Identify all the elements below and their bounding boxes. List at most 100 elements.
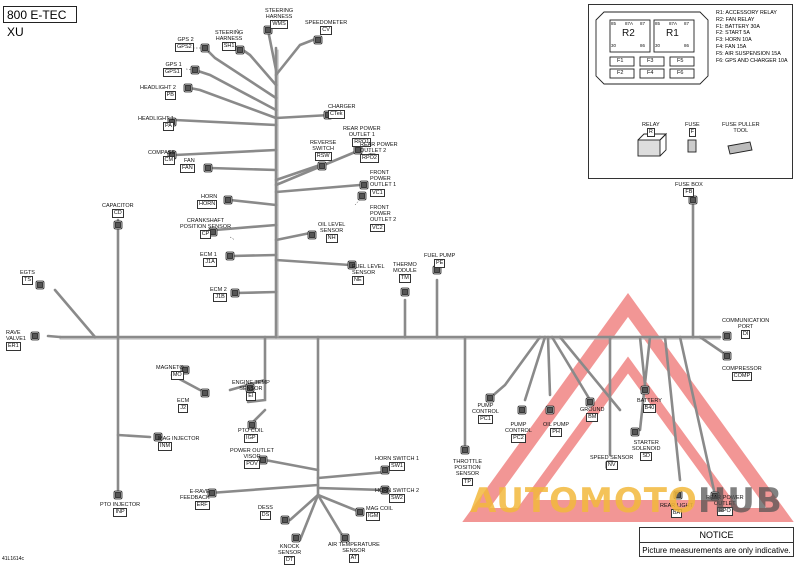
oil-pump-connector-pin-icon (547, 407, 553, 413)
legend-f5: F5: AIR SUSPENSION 15A (716, 50, 781, 57)
speedometer-connector-pin-icon (315, 37, 321, 43)
legend-f2: F2: START 5A (716, 30, 750, 37)
ecm1-connector-pin-icon (227, 253, 233, 259)
compressor-connector-pin-icon (724, 353, 730, 359)
compass-name: COMPASS (148, 150, 176, 156)
pump-control1-connector-pin-icon (487, 395, 493, 401)
notice-text: Picture measurements are only indicative… (642, 546, 791, 555)
watermark-part1: AUTO (470, 481, 579, 521)
steering-harness-wms-code: WMS (270, 20, 288, 29)
horn-name: HORN (201, 194, 218, 200)
thermo-module-name: THERMO MODULE (393, 262, 417, 275)
rear-light-connector-pin-icon (675, 492, 681, 498)
rear-power-outlet1-name: REAR POWER OUTLET 1 (343, 126, 381, 139)
fuel-pump-name: FUEL PUMP (424, 253, 456, 259)
gps2-code: GPS2 (175, 43, 194, 52)
crankshaft-sensor-code: CP (199, 230, 212, 239)
starter-solenoid-connector-pin-icon (632, 429, 638, 435)
oil-level-sensor-name: OIL LEVEL SENSOR (318, 222, 346, 235)
front-power-outlet1-connector-pin-icon (361, 182, 367, 188)
knock-sensor-name: KNOCK SENSOR (278, 544, 302, 557)
steering-harness-wms-connector-pin-icon (265, 27, 271, 33)
gps2-connector-pin-icon (202, 45, 208, 51)
mag-coil-code: IGM (366, 512, 381, 521)
front-power-outlet2-name: FRONT POWER OUTLET 2 (370, 205, 397, 224)
front-power-outlet1-code: VC1 (370, 188, 385, 198)
power-outlet-visor-code: POV (244, 460, 260, 469)
egts-connector-pin-icon (37, 282, 43, 288)
relay1-pin-87: 87 (684, 21, 690, 26)
dess-name: DESS (258, 505, 273, 511)
steering-harness-sh1-connector-pin-icon (237, 47, 243, 53)
part-relay-code: R (646, 128, 655, 137)
crankshaft-sensor-name: CRANKSHAFT POSITION SENSOR (180, 218, 232, 231)
communication-port-name: COMMUNICATION PORT (722, 318, 770, 331)
battery-code: B40 (642, 404, 657, 413)
watermark-part2: MOTO (578, 481, 698, 521)
diagram-title: 800 E-TEC XU (3, 6, 77, 39)
battery-name: BATTERY (637, 398, 662, 404)
communication-port-connector-pin-icon (724, 333, 730, 339)
pto-coil-connector-pin-icon (249, 422, 255, 428)
capacitor-code: CD (111, 209, 124, 218)
fuse-f6: F6 (677, 70, 684, 76)
communication-port-code: DI (740, 330, 751, 339)
pto-coil-code: IGP (244, 434, 258, 443)
gps1-name: GPS 1 (165, 62, 182, 68)
legend-f1: F1: BATTERY 30A (716, 23, 760, 30)
fuel-level-sensor-code: NE (352, 276, 364, 285)
dess-connector-pin-icon (282, 517, 288, 523)
rear-power-outlet1-connector-pin-icon (355, 147, 361, 153)
oil-level-sensor-code: NH (325, 234, 338, 243)
egts-name: EGTS (20, 270, 35, 276)
speedometer-name: SPEEDOMETER (305, 20, 348, 26)
throttle-position-sensor-connector-pin-icon (462, 447, 468, 453)
rear-light-name: REAR LIGHT (660, 503, 694, 509)
air-temp-sensor-name: AIR TEMPERATURE SENSOR (328, 542, 380, 555)
fuel-level-sensor-name: FUEL LEVEL SENSOR (352, 264, 385, 277)
fan-connector-pin-icon (205, 165, 211, 171)
steering-harness-sh1-code: SH1 (221, 42, 237, 51)
watermark-part3: HUB (697, 481, 783, 521)
fuse-f3: F3 (647, 58, 654, 64)
pto-coil-name: PTO COIL (238, 428, 264, 434)
legend-r2: R2: FAN RELAY (716, 16, 755, 23)
reverse-switch-code: RSW (314, 152, 332, 161)
headlight1-code: PA (163, 122, 174, 131)
pump-control1-name: PUMP CONTROL (472, 403, 499, 416)
magneto-connector-pin-icon (182, 367, 188, 373)
power-outlet-visor-connector-pin-icon (260, 457, 266, 463)
ecm1-code: J1A (203, 258, 217, 267)
magneto-name: MAGNETO (156, 365, 184, 371)
power-outlet-visor-name: POWER OUTLET VISOR (230, 448, 275, 461)
charger-name: CHARGER (328, 104, 356, 110)
horn-switch2-connector-pin-icon (382, 487, 388, 493)
engine-temp-sensor-code: EI (246, 392, 256, 401)
fuse-box-code: FB (683, 188, 695, 197)
air-temp-sensor-connector-pin-icon (342, 535, 348, 541)
headlight2-code: PB (164, 91, 176, 100)
pump-control2-code: PC2 (511, 434, 526, 443)
gps1-code: GPS1 (163, 68, 182, 77)
part-relay-name: RELAY (642, 122, 660, 128)
rave-valve1-connector-pin-icon (32, 333, 38, 339)
ecm-name: ECM (177, 398, 190, 404)
mag-injector-connector-pin-icon (155, 434, 161, 440)
legend-f3: F3: HORN 10A (716, 37, 752, 44)
ecm-code: J2 (178, 404, 189, 413)
